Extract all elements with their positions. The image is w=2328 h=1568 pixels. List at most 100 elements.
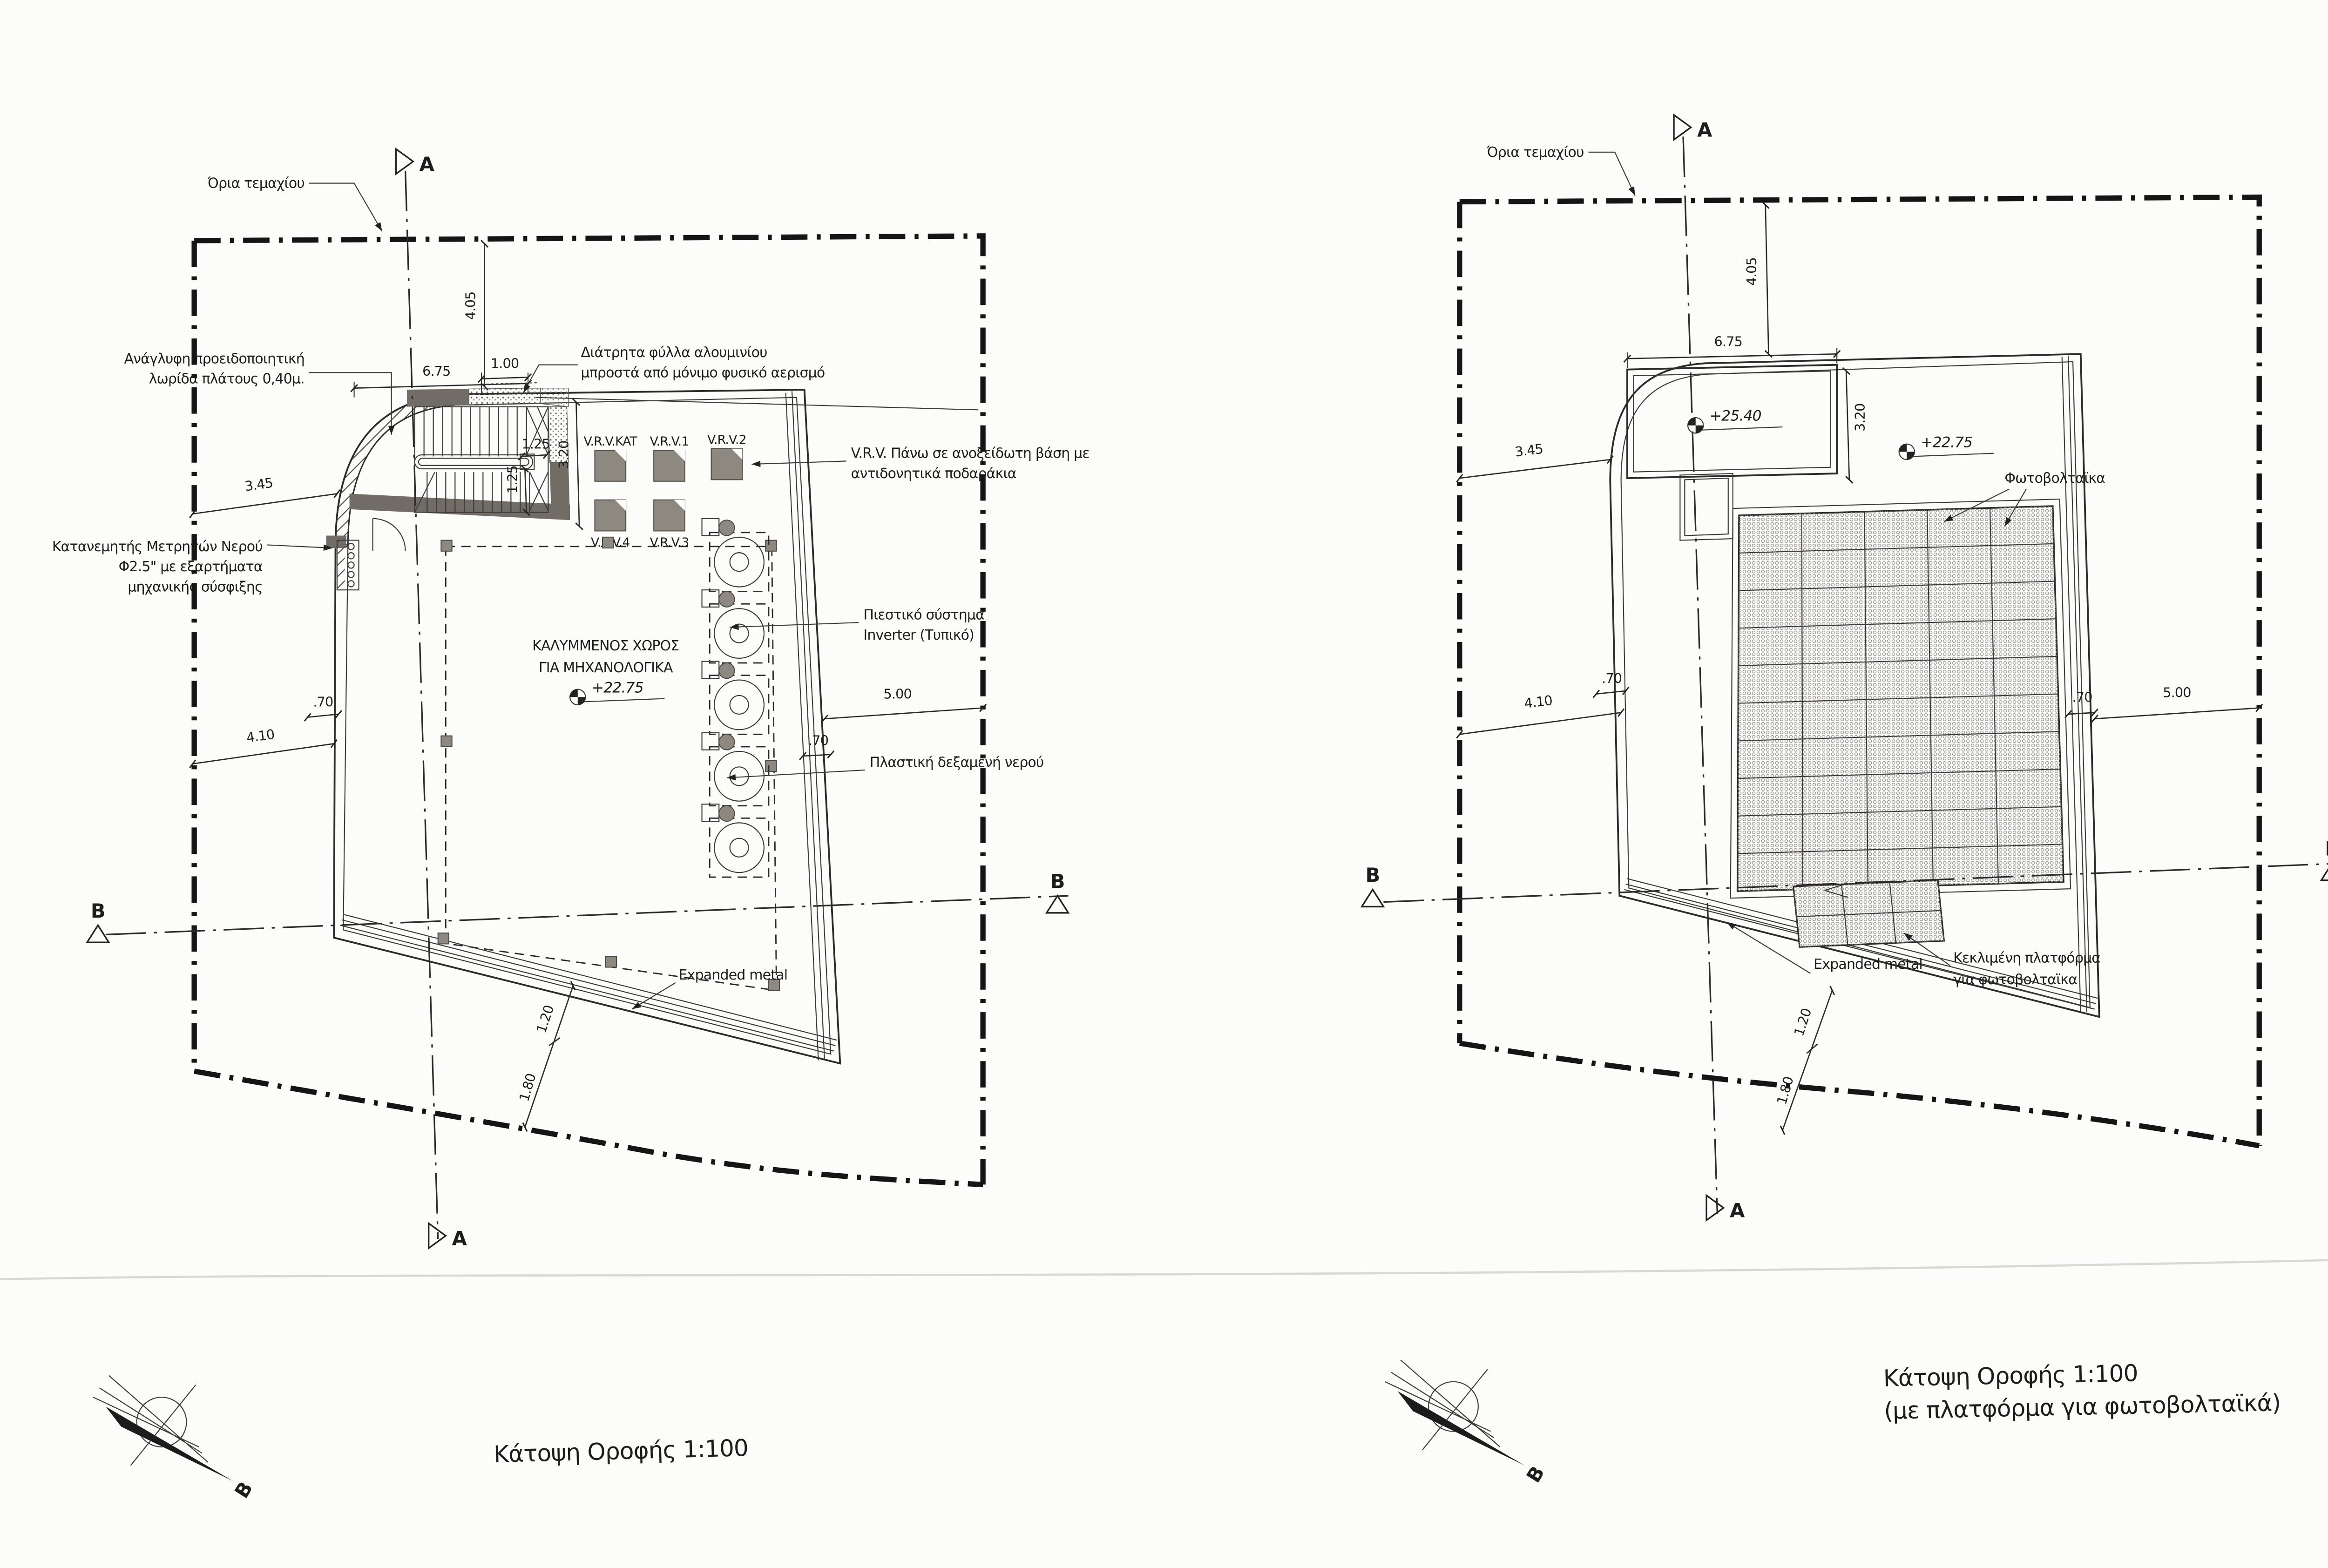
dim-band-a: 1.20 [533, 1003, 557, 1035]
tank-unit [701, 661, 770, 735]
door-swing [372, 518, 406, 551]
vrv-label-3: V.R.V.3 [650, 535, 689, 550]
roof-columns [437, 536, 780, 991]
level-underline [1702, 426, 1783, 431]
dim-parapet-west: .70 [313, 694, 333, 710]
dim-line-west-top [1456, 455, 1614, 483]
vrv-label-2: V.R.V.2 [707, 433, 746, 447]
dim-line-flight-a [518, 451, 551, 461]
dim-line-west-top [189, 489, 341, 519]
water-tanks [701, 518, 770, 878]
dim-east: 5.00 [2163, 684, 2191, 700]
section-letter-b: B [2325, 837, 2328, 860]
level-symbol-quadrants [1899, 444, 1915, 460]
section-letter-b: B [91, 899, 105, 922]
meter [347, 571, 355, 578]
meter [347, 580, 355, 588]
section-marker-b-left [86, 924, 110, 943]
dim-line-east [2091, 703, 2263, 723]
dim-west: 4.10 [245, 726, 276, 746]
tank-pad-dashed [709, 675, 770, 735]
tank-cap [729, 838, 749, 858]
pv-platform-label-2: για φωτοβολταϊκα [1953, 972, 2077, 988]
pv-grid [1738, 508, 2063, 890]
column [765, 540, 777, 552]
shaft-inner [1684, 477, 1729, 536]
dim-flight-b: 1.25 [505, 466, 521, 493]
dim-parapet-east: .70 [808, 733, 828, 749]
tank-unit [701, 589, 770, 664]
section-line-arrow [1824, 883, 1848, 898]
expanded-metal-band-east [2061, 355, 2088, 1013]
section-marker-a-top [1673, 113, 1692, 142]
vrv-units-group: V.R.V.KAT V.R.V.1 V.R.V.2 V.R.V.4 V.R.V.… [584, 433, 747, 550]
plan-caption-right-line1: Κάτοψη Οροφής 1:100 [1883, 1359, 2138, 1392]
manifold-label-2: Φ2.5" με εξαρτήματα [119, 559, 263, 575]
pv-extension-grid [1796, 882, 1941, 945]
manifold-label-1: Κατανεμητής Μετρητών Νερού [52, 539, 263, 555]
dim-line-band [522, 981, 576, 1132]
dim-band-a: 1.20 [1791, 1007, 1814, 1038]
stair-wall-top [406, 389, 469, 407]
tank-cap [729, 695, 749, 715]
dim-stair-depth: 3.20 [1852, 404, 1868, 432]
roof-level-value: +22.75 [592, 679, 643, 696]
building-outline [333, 389, 841, 1065]
tank-pad-dashed [709, 532, 770, 592]
column [602, 536, 614, 549]
level-marker-roof: +22.75 [1898, 434, 1994, 460]
perforated-leader [523, 364, 578, 393]
section-line-a [1682, 136, 1719, 1214]
section-letter-b: B [1366, 864, 1380, 886]
section-marker-b-right [1045, 894, 1070, 914]
compass-lines [1385, 1359, 1501, 1451]
pressure-system-1: Πιεστικό σύστημα [863, 607, 984, 623]
tank-cap [729, 623, 749, 643]
stair-treads-upper [423, 406, 527, 457]
meter [347, 552, 355, 560]
tactile-strip-curve [335, 393, 454, 547]
dim-line-stair-depth [1842, 367, 1854, 484]
vrv-label-1: V.R.V.1 [650, 434, 689, 449]
dim-west-top: 3.45 [244, 474, 274, 494]
north-compass: B [1385, 1359, 1549, 1487]
dim-top-width: 6.75 [1714, 334, 1742, 350]
section-marker-a-bottom [427, 1222, 447, 1250]
pump-motor [718, 520, 735, 536]
tank-pad-dashed [709, 817, 770, 878]
dim-parapet-east: .70 [2072, 689, 2092, 705]
scan-fold-line [0, 1259, 2328, 1281]
dim-west-top: 3.45 [1514, 441, 1544, 460]
roof-plan-photovoltaic: +25.40 +22.75 6.75 4.05 3.20 3.45 .70 4.… [1360, 113, 2328, 1487]
water-tank-label: Πλαστική δεξαμενή νερού [870, 754, 1044, 770]
pump-motor [718, 805, 735, 822]
compass-lines [93, 1375, 209, 1466]
perforated-band-corner [540, 387, 569, 407]
compass-circle [136, 1397, 187, 1447]
plot-boundary-leader [1588, 151, 1636, 196]
column [605, 956, 617, 968]
parapet-inner-line [343, 397, 832, 1055]
stair-room-inner [1633, 370, 1831, 473]
expanded-metal-label: Expanded metal [679, 967, 788, 983]
water-tank-leader [726, 769, 865, 781]
dim-line-band [1780, 986, 1835, 1135]
tank-unit [701, 732, 770, 807]
photovoltaics-leader-1 [1943, 488, 2010, 522]
pv-platform [1730, 498, 2071, 948]
pressure-system-2: Inverter (Τυπικό) [863, 627, 974, 643]
stair-landing-lines-lower [414, 472, 549, 513]
dim-vent-width: 1.00 [491, 355, 519, 371]
dim-tick-band [548, 1037, 561, 1046]
level-marker-roof: +22.75 [569, 679, 665, 706]
expanded-metal-band-east [785, 391, 826, 1061]
section-letter-a: A [1697, 118, 1712, 141]
roof-level-value: +22.75 [1921, 434, 1972, 451]
dim-line-north-offset [1761, 201, 1773, 358]
stair-landing-lines-upper [526, 406, 549, 455]
vrv-note-leader [751, 460, 846, 467]
expanded-metal-band-bottom [340, 914, 837, 1052]
stair-treads-lower [426, 472, 530, 513]
stair-handrail-inner [418, 458, 529, 466]
